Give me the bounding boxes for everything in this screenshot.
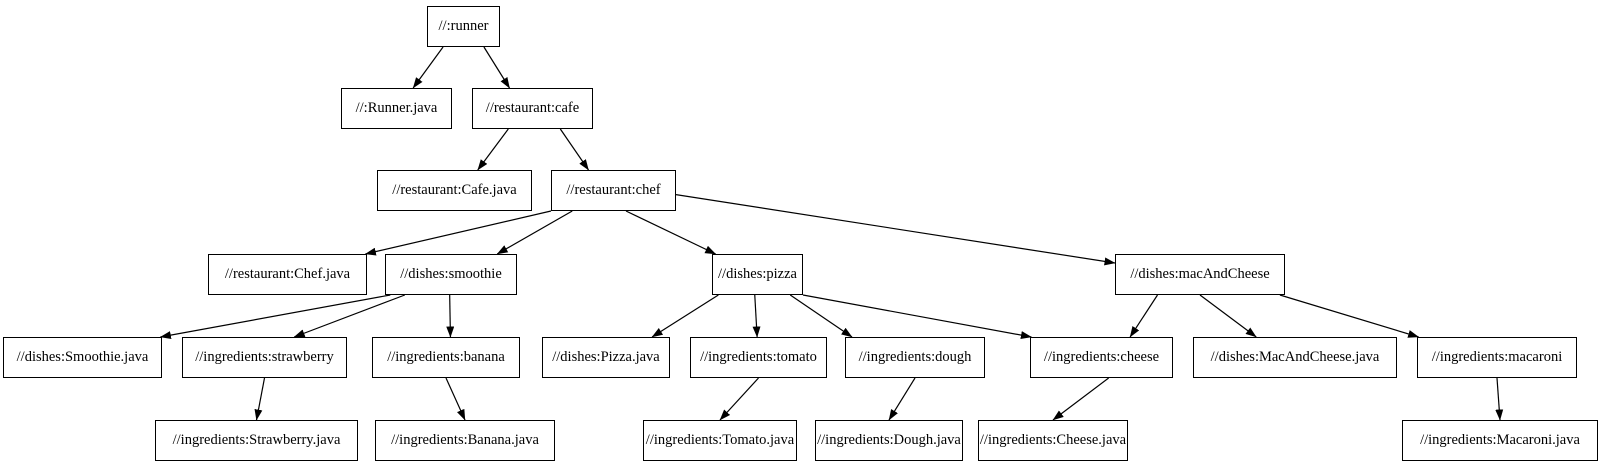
graph-node-cafe: //restaurant:cafe: [472, 88, 593, 129]
graph-node-smoothie: //dishes:smoothie: [385, 254, 517, 295]
graph-edge-cafe-chef: [559, 128, 589, 171]
graph-node-banana: //ingredients:banana: [372, 337, 520, 378]
graph-node-runner: //:runner: [427, 6, 500, 47]
graph-edge-strawberry-strawberry_java: [254, 377, 266, 421]
graph-node-strawberry: //ingredients:strawberry: [182, 337, 347, 378]
graph-edge-chef-chef_java: [364, 210, 552, 256]
graph-node-dough: //ingredients:dough: [845, 337, 985, 378]
graph-edge-tomato-tomato_java: [719, 377, 759, 421]
graph-edge-smoothie-strawberry: [293, 294, 406, 338]
graph-edge-runner-runner_java: [412, 46, 444, 89]
graph-node-tomato: //ingredients:tomato: [690, 337, 827, 378]
graph-edge-macAndCheese-macandcheese_java: [1199, 294, 1257, 338]
graph-node-dough_java: //ingredients:Dough.java: [815, 420, 963, 461]
graph-edge-chef-macAndCheese: [675, 194, 1116, 266]
graph-edge-macaroni-macaroni_java: [1495, 377, 1504, 421]
graph-node-cheese: //ingredients:cheese: [1030, 337, 1173, 378]
graph-edge-pizza-cheese: [802, 294, 1032, 340]
graph-node-smoothie_java: //dishes:Smoothie.java: [3, 337, 162, 378]
graph-node-chef: //restaurant:chef: [551, 170, 676, 211]
graph-node-chef_java: //restaurant:Chef.java: [208, 254, 367, 295]
graph-node-macandcheese_java: //dishes:MacAndCheese.java: [1193, 337, 1397, 378]
graph-node-macaroni_java: //ingredients:Macaroni.java: [1402, 420, 1598, 461]
graph-edge-smoothie-banana: [446, 294, 455, 338]
graph-node-runner_java: //:Runner.java: [341, 88, 452, 129]
graph-edge-chef-smoothie: [496, 210, 573, 255]
graph-edge-pizza-dough: [789, 294, 853, 338]
graph-node-strawberry_java: //ingredients:Strawberry.java: [155, 420, 358, 461]
graph-node-pizza_java: //dishes:Pizza.java: [542, 337, 670, 378]
graph-node-macAndCheese: //dishes:macAndCheese: [1115, 254, 1285, 295]
graph-edge-macAndCheese-macaroni: [1279, 294, 1420, 338]
graph-node-tomato_java: //ingredients:Tomato.java: [643, 420, 797, 461]
graph-edge-smoothie-smoothie_java: [159, 294, 391, 340]
graph-node-macaroni: //ingredients:macaroni: [1417, 337, 1577, 378]
graph-node-cheese_java: //ingredients:Cheese.java: [978, 420, 1128, 461]
graph-node-banana_java: //ingredients:Banana.java: [375, 420, 555, 461]
graph-edge-dough-dough_java: [888, 377, 916, 421]
graph-edge-cafe-cafe_java: [477, 128, 509, 171]
graph-edge-runner-cafe: [483, 46, 511, 89]
graph-edge-pizza-tomato: [752, 294, 761, 338]
graph-edge-macAndCheese-cheese: [1129, 294, 1159, 338]
graph-edge-chef-pizza: [625, 210, 717, 255]
graph-edge-pizza-pizza_java: [651, 294, 719, 338]
graph-edge-cheese-cheese_java: [1052, 377, 1110, 421]
graph-node-cafe_java: //restaurant:Cafe.java: [377, 170, 532, 211]
graph-node-pizza: //dishes:pizza: [712, 254, 803, 295]
graph-edge-banana-banana_java: [445, 377, 466, 421]
